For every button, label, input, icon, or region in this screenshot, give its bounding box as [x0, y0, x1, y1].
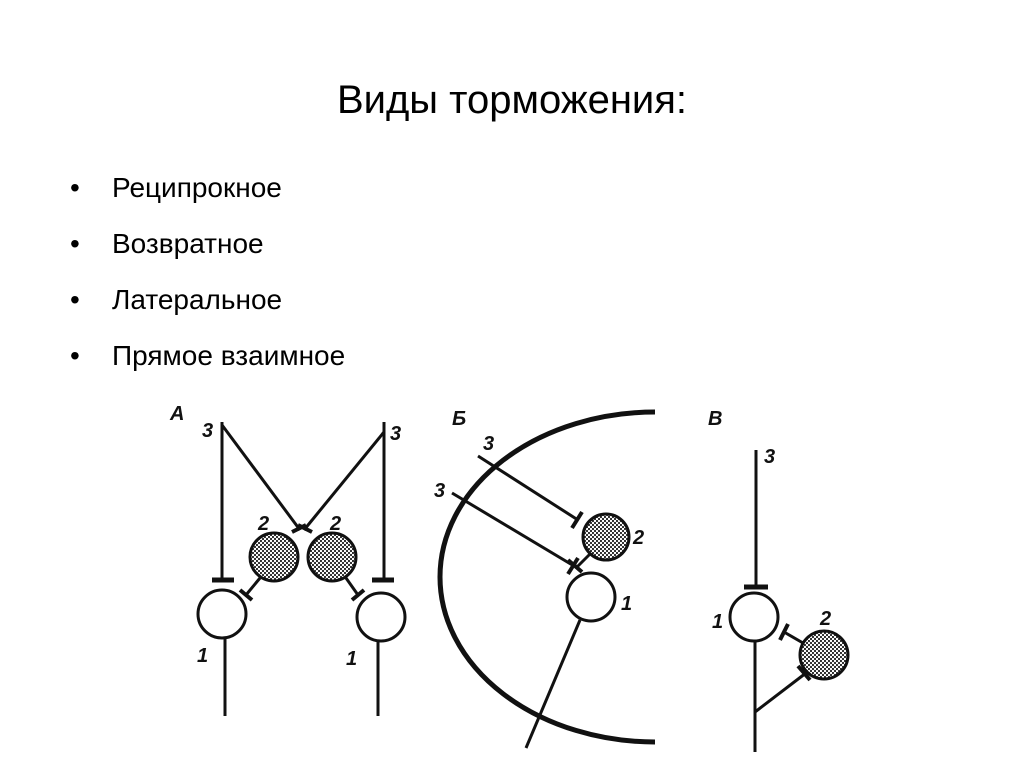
bullet-text: Прямое взаимное: [112, 340, 346, 371]
bullet-text: Латеральное: [112, 284, 283, 315]
inhibitory-synapse: [778, 623, 790, 641]
synapse-upper: [570, 510, 584, 530]
bullet-item: • Возвратное: [70, 216, 345, 272]
bullet-item: • Реципрокное: [70, 160, 345, 216]
inhibitory-axon: [783, 630, 804, 645]
bullet-text: Возвратное: [112, 228, 264, 259]
bullet-dot: •: [70, 284, 80, 315]
bullet-item: • Латеральное: [70, 272, 345, 328]
inhibitory-axon-left: [244, 577, 262, 596]
motoneuron: [728, 591, 780, 643]
motoneuron-left: [196, 588, 248, 640]
renshaw-cell: [798, 629, 850, 681]
label-1: 1: [712, 611, 723, 633]
label-1: 1: [346, 648, 357, 670]
bullet-item: • Прямое взаимное: [70, 328, 345, 384]
slide-title: Виды торможения:: [336, 78, 688, 122]
label-3: 3: [764, 446, 775, 468]
afferent-lower: [451, 491, 575, 568]
relay-axon: [524, 619, 582, 749]
label-1: 1: [621, 593, 632, 615]
inhibitory-neuron: [581, 512, 631, 562]
label-2: 2: [329, 513, 341, 535]
panel-a: А 3 3 2 2 1 1: [169, 403, 407, 716]
panel-label-c: В: [708, 408, 722, 430]
bullet-dot: •: [70, 228, 80, 259]
label-3: 3: [434, 480, 445, 502]
panel-label-a: А: [169, 403, 184, 425]
inhibitory-synapse: [566, 558, 584, 574]
collateral-right: [302, 431, 386, 531]
bullet-dot: •: [70, 172, 80, 203]
label-3: 3: [483, 433, 494, 455]
inhibitory-axon: [575, 552, 592, 569]
label-1: 1: [197, 645, 208, 667]
panel-c: В 3 2 1: [708, 408, 850, 752]
inhibitory-axon-right: [344, 577, 360, 596]
relay-neuron: [565, 571, 617, 623]
afferent-upper: [477, 454, 579, 522]
boundary-arc: [437, 409, 656, 745]
bullet-text: Реципрокное: [112, 172, 282, 203]
recurrent-collateral: [754, 671, 807, 714]
label-3: 3: [390, 423, 401, 445]
panel-label-b: Б: [452, 408, 466, 430]
bullet-dot: •: [70, 340, 80, 371]
inhibitory-synapse-left: [238, 588, 254, 602]
bullet-list: • Реципрокное • Возвратное • Латеральное • П…: [70, 160, 345, 384]
label-3: 3: [202, 420, 213, 442]
inhibitory-neuron-left: [248, 531, 300, 583]
inhibitory-synapse-right: [350, 588, 366, 602]
panel-b: Б 3 3 2 1: [434, 408, 656, 749]
label-2: 2: [632, 527, 644, 549]
synapse-collateral-right: [297, 523, 313, 534]
inhibitory-neuron-right: [306, 531, 358, 583]
motoneuron-right: [355, 591, 407, 643]
synapse-collateral: [796, 664, 812, 682]
collateral-left: [220, 424, 302, 531]
label-2: 2: [819, 608, 831, 630]
label-2: 2: [257, 513, 269, 535]
